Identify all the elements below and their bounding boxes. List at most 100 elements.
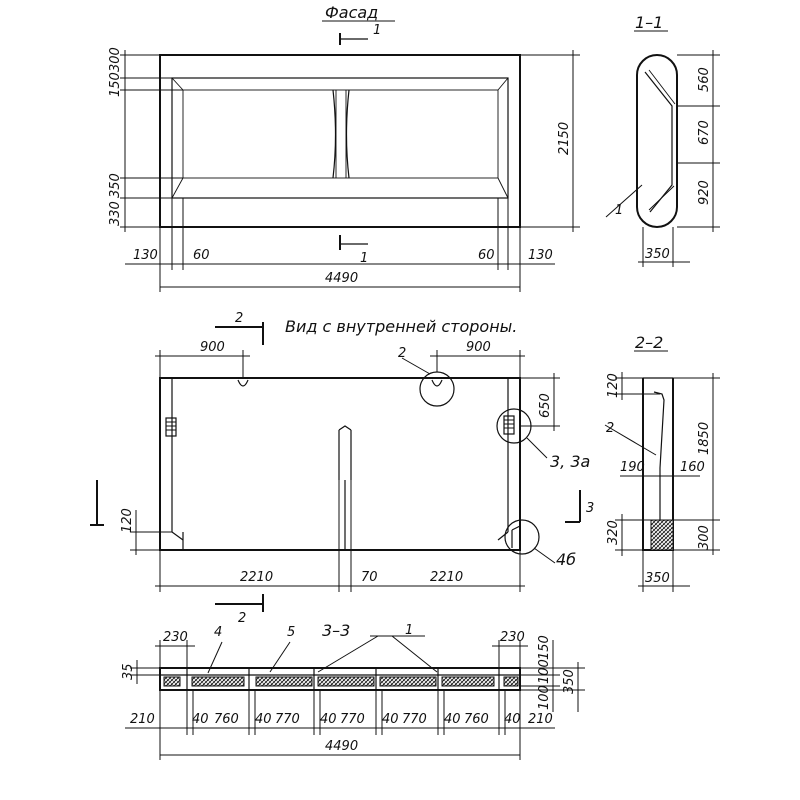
facade-recess-outline xyxy=(171,77,509,199)
sec11-dim-350: 350 xyxy=(645,247,670,262)
sec33-mark-4: 4 xyxy=(214,625,222,640)
sec33-dim-40-c: 40 xyxy=(320,712,337,727)
inner-dim-900-right: 900 xyxy=(466,340,491,355)
sec33-insul-5 xyxy=(441,676,495,687)
sec33-insul-2 xyxy=(255,676,313,687)
embed-plate-left xyxy=(165,417,177,437)
sec33-dim-40-a: 40 xyxy=(192,712,209,727)
facade-dim-4490: 4490 xyxy=(325,271,358,286)
facade-panel-outline xyxy=(159,54,521,228)
inner-chamfer-left xyxy=(171,531,184,541)
sec33-dim-350: 350 xyxy=(562,669,577,694)
section-1-top-label: 1 xyxy=(373,23,381,38)
sec22-dim-300: 300 xyxy=(697,525,712,550)
section-2-top-label: 2 xyxy=(235,311,243,326)
detail-3-leader xyxy=(526,437,548,459)
section-2-2-title: 2–2 xyxy=(635,333,663,352)
facade-dim-60-right: 60 xyxy=(478,248,495,263)
detail-2-label: 2 xyxy=(398,346,406,361)
sec33-dim-35: 35 xyxy=(121,663,136,680)
inner-dim-900-left: 900 xyxy=(200,340,225,355)
inner-view: 2 Вид с внутренней стороны. 2 3, 3а 4б xyxy=(90,311,594,626)
sec33-dim-760-a: 760 xyxy=(214,712,239,727)
inner-dim-650: 650 xyxy=(538,393,553,418)
sec33-dim-100-a: 100 xyxy=(537,659,552,684)
facade-center-joint xyxy=(332,89,350,179)
detail-circle-4 xyxy=(504,519,540,555)
facade-title: Фасад xyxy=(325,3,378,22)
facade-chamfer-br xyxy=(497,177,509,199)
facade-dim-350: 350 xyxy=(108,173,123,198)
embed-plate-left-lines xyxy=(166,421,176,431)
embed-plate-right-lines xyxy=(504,419,514,429)
sec33-dim-760-b: 760 xyxy=(464,712,489,727)
sec22-mark-2: 2 xyxy=(606,421,614,436)
sec33-dim-210-right: 210 xyxy=(528,712,553,727)
section-3-label: 3 xyxy=(586,501,594,516)
inner-chamfer-right xyxy=(497,531,509,541)
detail-3-label: 3, 3а xyxy=(550,452,590,471)
sec33-outline xyxy=(159,667,521,691)
facade-dim-2150: 2150 xyxy=(557,122,572,155)
lifting-loop-right xyxy=(431,379,443,387)
sec22-dim-350: 350 xyxy=(645,571,670,586)
sec33-dim-210-left: 210 xyxy=(130,712,155,727)
facade-dim-60-left: 60 xyxy=(193,248,210,263)
sec33-dim-770-a: 770 xyxy=(275,712,300,727)
sec11-leader-1 xyxy=(605,184,643,218)
sec33-dim-40-b: 40 xyxy=(255,712,272,727)
sec33-mark-5: 5 xyxy=(287,625,295,640)
sec33-dim-230-right: 230 xyxy=(500,630,525,645)
detail-4-label: 4б xyxy=(556,550,576,569)
sec22-dim-120: 120 xyxy=(606,373,621,398)
detail-2-leader xyxy=(401,357,431,375)
section-1-1-outline xyxy=(636,54,678,228)
sec33-ribs xyxy=(186,668,500,690)
sec33-mark-1: 1 xyxy=(405,623,413,638)
sec11-mark-1: 1 xyxy=(615,203,623,218)
sec11-dim-670: 670 xyxy=(697,120,712,145)
sec33-insul-edge-left xyxy=(163,676,181,687)
inner-view-title: Вид с внутренней стороны. xyxy=(285,317,517,336)
sec11-dim-920: 920 xyxy=(697,180,712,205)
inner-dim-70: 70 xyxy=(361,570,378,585)
sec33-insul-4 xyxy=(379,676,437,687)
sec33-dim-770-c: 770 xyxy=(402,712,427,727)
inner-panel-outline xyxy=(159,377,521,551)
sec33-dim-40-e: 40 xyxy=(444,712,461,727)
facade-chamfer-tl xyxy=(171,77,184,91)
sec33-insul-3 xyxy=(317,676,375,687)
embed-bottom-right xyxy=(511,525,521,548)
section-2-bottom-label: 2 xyxy=(238,611,246,626)
facade-inner-recess xyxy=(182,89,499,179)
sec33-dim-100-b: 100 xyxy=(537,685,552,710)
section-3-3: 3–3 1 4 5 230 230 35 xyxy=(121,621,585,760)
facade-chamfer-tr xyxy=(497,77,509,91)
facade-dim-130-left: 130 xyxy=(133,248,158,263)
facade-dim-330: 330 xyxy=(108,201,123,226)
sec22-dim-1850: 1850 xyxy=(697,422,712,455)
sec33-bottom-ext-lines xyxy=(159,690,521,760)
sec22-dim-190: 190 xyxy=(620,460,645,475)
section-3-3-title: 3–3 xyxy=(322,621,350,640)
section-1-1: 1–1 560 670 920 1 350 xyxy=(605,13,720,267)
sec22-dim-320: 320 xyxy=(606,520,621,545)
section-2-2-insulation xyxy=(650,519,674,551)
facade-view: Фасад 1 1 300 150 350 330 xyxy=(108,3,580,292)
section-1-1-inner-profile xyxy=(644,71,673,213)
section-1-1-title: 1–1 xyxy=(635,13,663,32)
sec33-insul-edge-right xyxy=(503,676,519,687)
facade-dim-300: 300 xyxy=(108,47,123,72)
detail-4-leader xyxy=(533,547,556,564)
inner-dim-2210-left: 2210 xyxy=(240,570,273,585)
sec22-leader-2 xyxy=(604,424,657,456)
section-1-bottom-label: 1 xyxy=(360,251,368,266)
embed-plate-right xyxy=(503,415,515,435)
sec33-dim-4490: 4490 xyxy=(325,739,358,754)
section-2-2-rib xyxy=(653,391,665,520)
facade-dim-150: 150 xyxy=(108,72,123,97)
sec22-dim-160: 160 xyxy=(680,460,705,475)
section-1-1-bevels xyxy=(648,69,676,211)
inner-dim-2210-right: 2210 xyxy=(430,570,463,585)
